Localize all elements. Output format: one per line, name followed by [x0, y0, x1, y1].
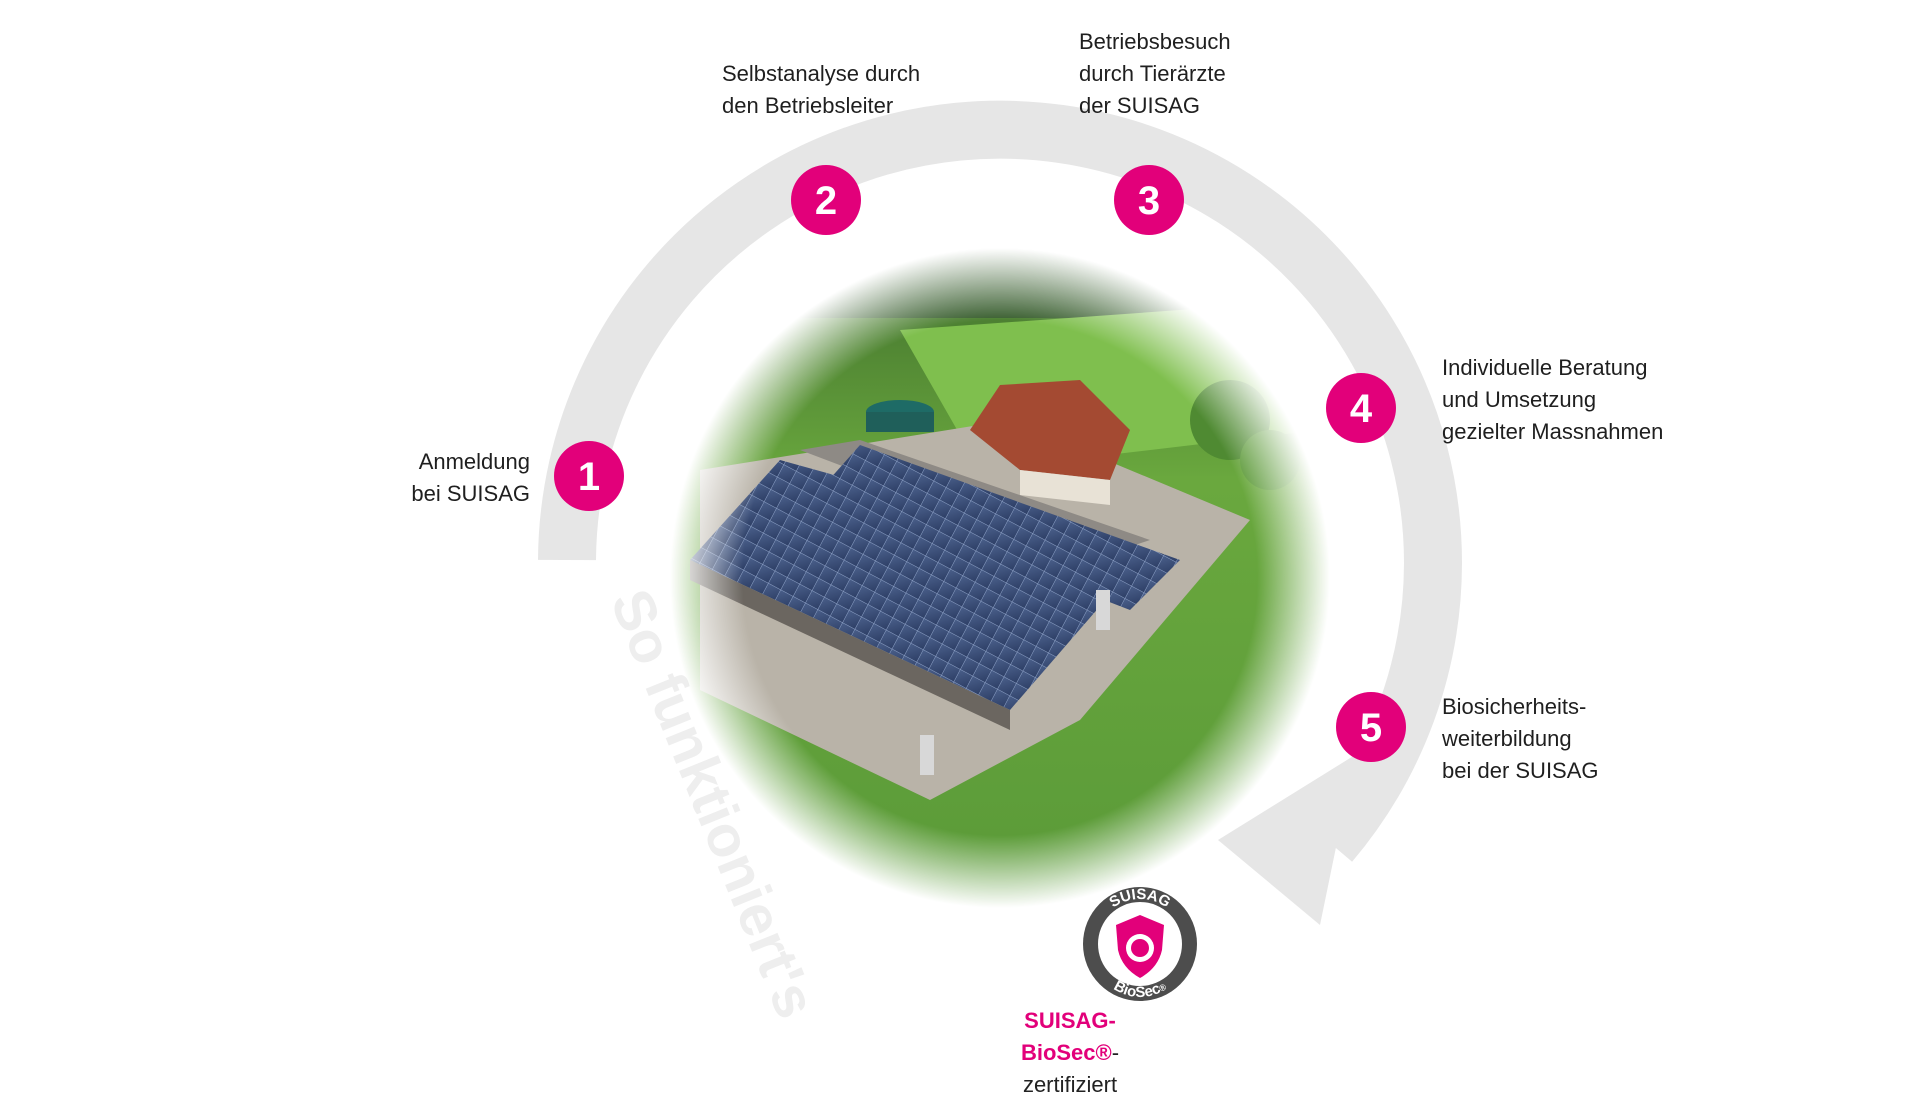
certification-brand: SUISAG-BioSec® — [1020, 1008, 1116, 1065]
step-1-marker: 1 — [554, 441, 624, 511]
certification-suffix: - — [1111, 1040, 1120, 1065]
step-markers: 1 2 3 4 5 — [554, 165, 1406, 762]
step-4-marker: 4 — [1326, 373, 1396, 443]
step-4-number: 4 — [1350, 387, 1373, 431]
step-5-text: Biosicherheits- weiterbildung bei der SU… — [1442, 694, 1599, 783]
step-2-number: 2 — [815, 179, 837, 223]
step-3-text: Betriebsbesuch durch Tierärzte der SUISA… — [1079, 29, 1231, 118]
certification-caption: SUISAG-BioSec®- zertifiziert — [980, 1005, 1160, 1101]
seal-bottom-text: BioSec® — [1111, 977, 1168, 1001]
step-3-number: 3 — [1138, 179, 1160, 223]
seal-registered-mark: ® — [1157, 982, 1168, 994]
biosec-seal-logo: SUISAG BioSec® — [1083, 886, 1197, 1001]
certification-line-1: SUISAG-BioSec®- — [980, 1005, 1160, 1069]
step-3-marker: 3 — [1114, 165, 1184, 235]
certification-line-2: zertifiziert — [1022, 1072, 1118, 1097]
step-5-number: 5 — [1360, 706, 1382, 750]
step-1-number: 1 — [578, 455, 600, 499]
step-5-marker: 5 — [1336, 692, 1406, 762]
step-2-text: Selbstanalyse durch den Betriebsleiter — [722, 61, 921, 118]
seal-bottom-label: BioSec — [1111, 977, 1163, 1001]
step-1-text: Anmeldung bei SUISAG — [411, 449, 530, 506]
step-4-text: Individuelle Beratung und Umsetzung gezi… — [1442, 355, 1664, 444]
farm-photo — [670, 248, 1330, 908]
step-2-marker: 2 — [791, 165, 861, 235]
